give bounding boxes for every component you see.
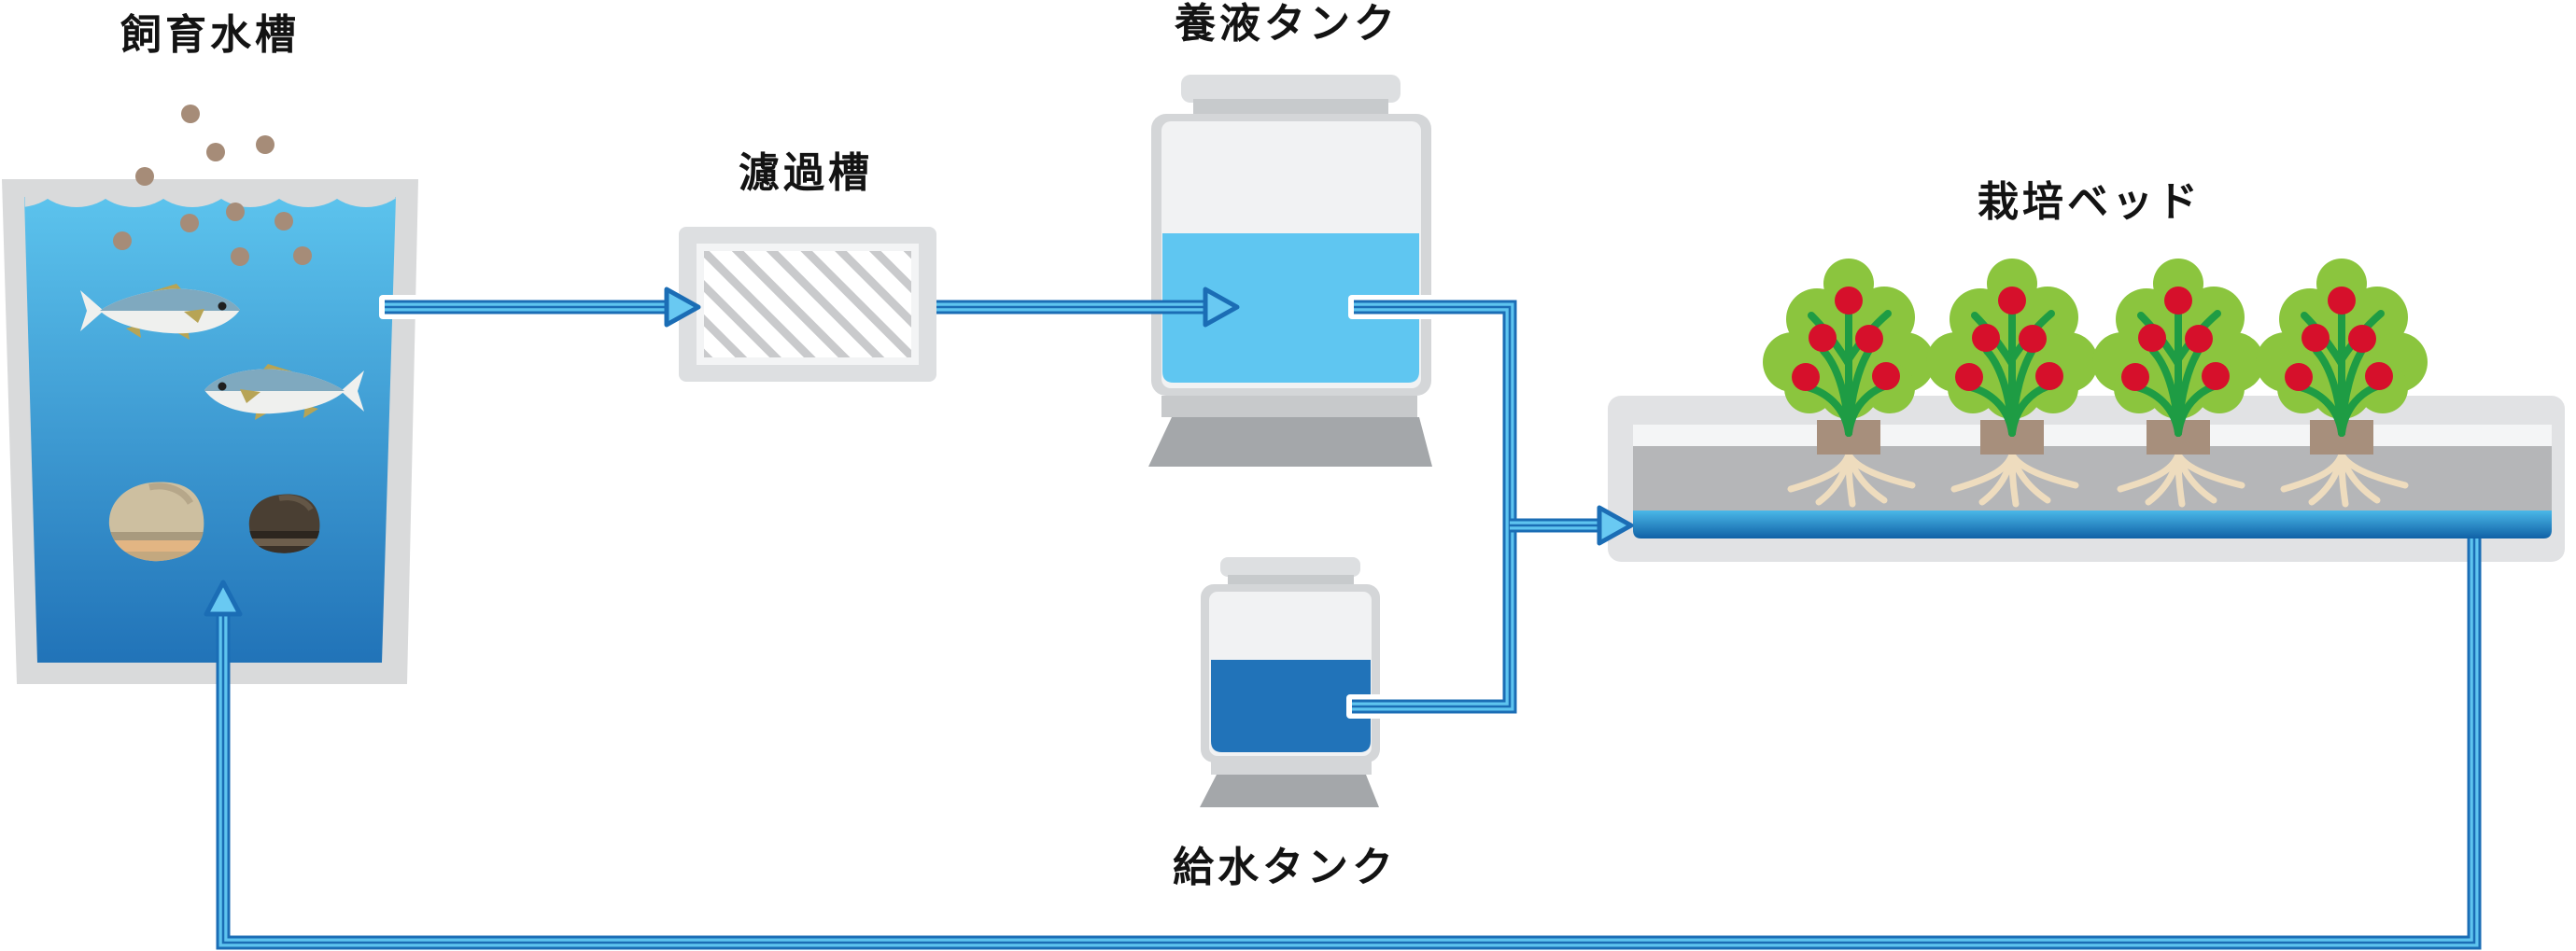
- clam-band: [248, 538, 320, 546]
- feed-pellet: [226, 203, 245, 221]
- fish-tail: [341, 371, 364, 412]
- clam-icon: [248, 494, 320, 553]
- tomato-fruit: [1792, 363, 1820, 391]
- clam-band: [108, 540, 204, 552]
- feed-pellet: [135, 167, 154, 186]
- feed-pellets: [113, 105, 312, 266]
- tomato-plant: [1926, 259, 2098, 508]
- tomato-fruit: [2365, 362, 2393, 390]
- nutrient-tank-base: [1148, 417, 1432, 467]
- feed-pellet: [293, 246, 312, 265]
- feed-pellet: [231, 247, 249, 266]
- tomato-fruit: [2121, 363, 2149, 391]
- clam-band: [248, 531, 320, 538]
- wave-scallop: [370, 179, 396, 207]
- pipe-seam: [221, 538, 2476, 944]
- nutrient-tank: [1148, 75, 1432, 467]
- tomato-fruit: [1809, 324, 1837, 352]
- clam-band: [108, 532, 204, 540]
- tomato-fruit: [2138, 324, 2166, 352]
- flow-arrow-into-fishtank: [204, 580, 243, 617]
- supply-tank-water: [1211, 660, 1371, 752]
- nutrient-tank-stand: [1161, 396, 1417, 417]
- clam-bands: [248, 495, 320, 553]
- pipes: [204, 287, 2482, 950]
- fish-icon: [204, 364, 364, 420]
- fish-back: [204, 369, 345, 391]
- tomato-fruit: [1998, 287, 2026, 315]
- tomato-fruit: [1955, 363, 1983, 391]
- grow-bed-medium: [1633, 446, 2552, 510]
- feed-pellet: [206, 143, 225, 161]
- fish-tank-water: [24, 197, 396, 663]
- fish-pectoral-fin: [184, 309, 204, 323]
- plant-root: [2008, 451, 2079, 489]
- feed-pellet: [180, 214, 199, 232]
- clam-growth-line: [278, 495, 314, 511]
- fish-tank: [2, 105, 418, 684]
- nutrient-tank-neck: [1193, 99, 1388, 118]
- filter-unit: [679, 227, 936, 382]
- supply-tank-neck: [1228, 575, 1354, 586]
- clam-band: [248, 546, 320, 553]
- grow-bed-water: [1633, 510, 2552, 538]
- feed-pellet: [256, 135, 274, 154]
- clam-bands: [108, 482, 204, 562]
- water-waves: [24, 179, 396, 207]
- feed-pellet: [274, 212, 293, 231]
- plant-root: [1845, 451, 1916, 489]
- nutrient-tank-water: [1162, 233, 1419, 383]
- feed-pellet: [181, 105, 200, 123]
- tomato-fruit: [2202, 362, 2230, 390]
- filter-label: 濾過槽: [739, 149, 873, 197]
- clam-icon: [108, 482, 204, 562]
- fish-back: [100, 288, 240, 311]
- tomato-plant: [1763, 259, 1935, 508]
- fish-eye: [218, 382, 227, 391]
- flow-arrow-into-filter: [664, 287, 701, 328]
- nutrient-tank-lid: [1181, 75, 1401, 103]
- plant-root: [2338, 451, 2409, 489]
- fish-eye: [218, 301, 227, 311]
- fish-pectoral-fin: [240, 389, 260, 403]
- grow-bed-air-gap: [1633, 425, 2552, 446]
- nutrient-tank-label: 養液タンク: [1175, 0, 1399, 48]
- pipe-seam: [1352, 305, 1512, 708]
- flow-arrow-into-growbed: [1597, 505, 1634, 546]
- tomato-fruit: [2185, 325, 2213, 353]
- supply-tank-base: [1200, 775, 1379, 807]
- tomato-fruit: [2164, 287, 2192, 315]
- filter-media-hatch: [704, 251, 911, 357]
- grow-bed: [1608, 259, 2565, 562]
- supply-tank-label: 給水タンク: [1173, 844, 1397, 891]
- fish-icon: [80, 284, 240, 340]
- tomato-fruit: [2035, 362, 2063, 390]
- supply-tank: [1200, 557, 1380, 807]
- tomato-fruit: [2328, 287, 2356, 315]
- tomato-fruit: [1855, 325, 1883, 353]
- supply-tank-stand: [1211, 762, 1372, 775]
- clam-band: [108, 552, 204, 562]
- tomato-fruit: [2348, 325, 2376, 353]
- grow-bed-label: 栽培ベッド: [1978, 178, 2202, 226]
- supply-tank-lid: [1220, 557, 1360, 577]
- tomato-fruit: [1972, 324, 2000, 352]
- tomato-plant: [2256, 259, 2428, 508]
- tomato-fruit: [2019, 325, 2047, 353]
- tomato-fruit: [1872, 362, 1900, 390]
- tomato-plant: [2092, 259, 2264, 508]
- pipe-return-to-fishtank: [216, 538, 2482, 950]
- plant-root: [2175, 451, 2245, 489]
- feed-pellet: [113, 231, 132, 250]
- flow-arrow-into-nutrient: [1203, 287, 1240, 328]
- clam-growth-line: [148, 482, 194, 505]
- tomato-fruit: [1835, 287, 1863, 315]
- fish-tail: [80, 290, 104, 331]
- fish-tank-label: 飼育水槽: [120, 11, 300, 59]
- tomato-fruit: [2285, 363, 2313, 391]
- plants: [1763, 259, 2428, 508]
- tomato-fruit: [2302, 324, 2330, 352]
- pipe-nutrient-and-supply: [1352, 300, 1517, 714]
